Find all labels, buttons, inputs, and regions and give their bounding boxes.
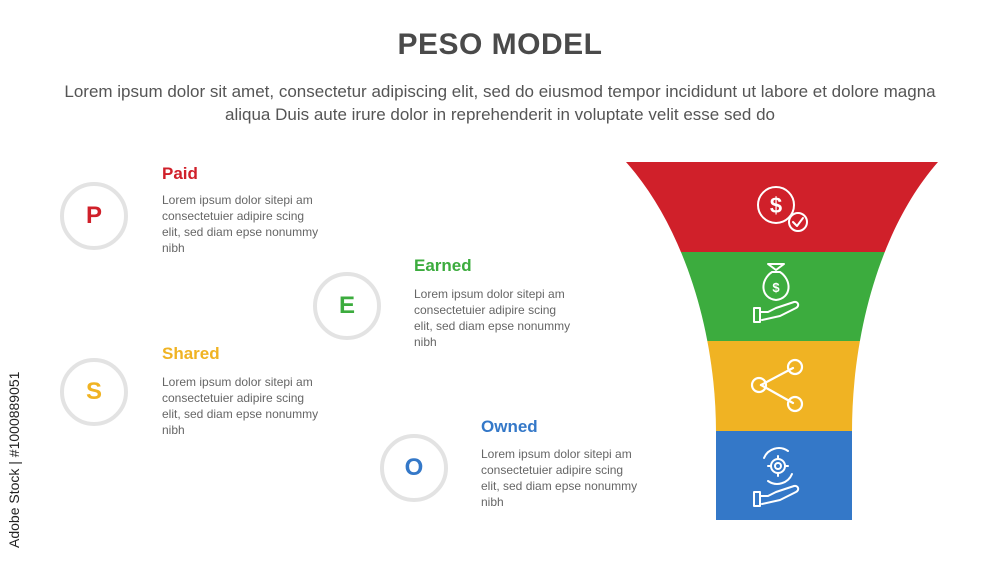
earned-description: Lorem ipsum dolor sitepi am consectetuie… — [414, 287, 571, 349]
funnel-segment-owned — [626, 431, 938, 520]
paid-letter-circle: P — [60, 182, 128, 250]
funnel-segment-paid — [626, 162, 938, 252]
paid-title: Paid — [162, 164, 198, 183]
paid-description: Lorem ipsum dolor sitepi am consectetuie… — [162, 193, 319, 255]
svg-text:$: $ — [770, 193, 782, 218]
svg-text:$: $ — [772, 280, 780, 295]
owned-letter-circle: O — [380, 434, 448, 502]
gear-cycle-hand-icon — [753, 447, 800, 507]
stock-watermark: Adobe Stock | #1000889051 — [6, 371, 22, 548]
money-bag-hand-icon: $ — [753, 263, 800, 323]
peso-funnel: $ $ — [626, 162, 938, 520]
money-coin-check-icon: $ — [757, 186, 808, 232]
shared-letter-circle: S — [60, 358, 128, 426]
share-icon — [750, 358, 804, 413]
earned-title: Earned — [414, 256, 472, 275]
page-title: PESO MODEL — [397, 28, 603, 61]
shared-description: Lorem ipsum dolor sitepi am consectetuie… — [162, 375, 319, 437]
owned-description: Lorem ipsum dolor sitepi am consectetuie… — [481, 447, 638, 509]
earned-letter-circle: E — [313, 272, 381, 340]
shared-title: Shared — [162, 344, 220, 363]
page-subtitle: Lorem ipsum dolor sit amet, consectetur … — [64, 82, 936, 124]
owned-title: Owned — [481, 417, 538, 436]
funnel-segment-shared — [626, 341, 938, 431]
